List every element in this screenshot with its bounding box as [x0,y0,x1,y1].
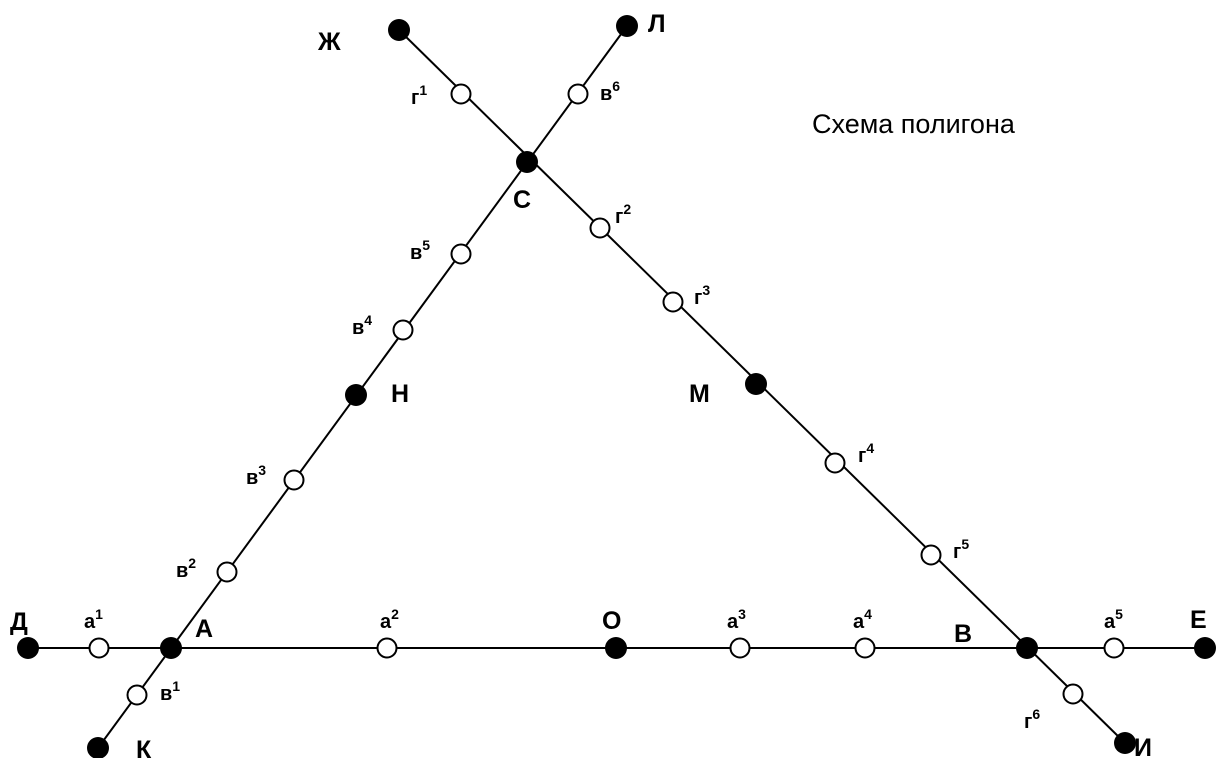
point-label-a4-sup: 4 [864,606,872,622]
point-label-g5-sup: 5 [961,536,969,552]
point-label-g6: г6 [1024,706,1040,733]
point-label-g2-sup: 2 [623,201,631,217]
point-label-a3-base: а [727,611,739,633]
point-label-g4-sup: 4 [866,440,874,456]
point-v5 [450,243,472,265]
point-label-g3-base: г [694,287,702,309]
station-label-M: М [689,380,710,408]
point-label-a3-sup: 3 [738,606,746,622]
station-label-K: К [136,736,152,758]
point-g5 [920,544,942,566]
point-label-v6: в6 [600,78,620,105]
point-label-a1-sup: 1 [95,606,103,622]
station-D [17,637,39,659]
point-label-a5: а5 [1104,606,1123,633]
diagram-title: Схема полигона [812,109,1016,139]
point-label-a2-base: а [380,611,392,633]
station-label-O: О [602,607,621,635]
point-label-v5: в5 [410,237,430,264]
station-I [1114,732,1136,754]
point-label-v6-base: в [600,83,612,105]
point-label-v3: в3 [246,462,266,489]
point-label-v2-base: в [176,560,188,582]
point-label-v1-base: в [160,683,172,705]
station-E [1194,637,1216,659]
station-label-A: А [195,615,213,643]
point-label-g5: г5 [953,536,969,563]
point-label-g1-sup: 1 [419,82,427,98]
point-label-a1: а1 [84,606,103,633]
station-L [616,15,638,37]
station-label-I: И [1134,734,1152,758]
station-label-Zh: Ж [317,28,341,56]
point-label-v1: в1 [160,678,180,705]
point-v2 [216,561,238,583]
point-label-a4-base: а [853,611,865,633]
point-label-v6-sup: 6 [612,78,620,94]
station-label-H: Н [391,380,409,408]
point-label-v4-base: в [352,317,364,339]
point-label-v5-base: в [410,242,422,264]
point-a5 [1103,637,1125,659]
point-v1 [126,684,148,706]
point-v6 [567,83,589,105]
point-label-g2-base: г [615,206,623,228]
point-label-g6-sup: 6 [1032,706,1040,722]
point-label-a2: а2 [380,606,399,633]
point-label-a5-sup: 5 [1115,606,1123,622]
point-label-v1-sup: 1 [172,678,180,694]
point-a1 [88,637,110,659]
point-label-g4-base: г [858,445,866,467]
station-O [605,637,627,659]
station-H [345,384,367,406]
station-label-B: В [954,620,972,648]
station-label-E: Е [1190,606,1207,634]
point-label-v3-base: в [246,467,258,489]
point-v3 [283,469,305,491]
point-label-g1-base: г [411,87,419,109]
station-label-D: Д [10,608,28,636]
point-label-g1: г1 [411,82,427,109]
station-label-L: Л [648,10,666,38]
point-g4 [824,452,846,474]
station-Zh [388,19,410,41]
station-C [516,151,538,173]
point-label-v3-sup: 3 [258,462,266,478]
station-K [87,737,109,758]
station-label-C: С [513,186,531,214]
point-g3 [662,291,684,313]
station-A [160,637,182,659]
point-label-g3-sup: 3 [702,282,710,298]
station-B [1016,637,1038,659]
point-label-g4: г4 [858,440,874,467]
point-label-g6-base: г [1024,711,1032,733]
point-label-g3: г3 [694,282,710,309]
point-g6 [1062,683,1084,705]
point-g1 [450,83,472,105]
point-label-a2-sup: 2 [391,606,399,622]
point-a4 [854,637,876,659]
station-M [745,373,767,395]
point-label-a3: а3 [727,606,746,633]
point-label-a4: а4 [853,606,872,633]
point-label-v5-sup: 5 [422,237,430,253]
point-g2 [589,217,611,239]
point-label-a1-base: а [84,611,96,633]
point-a3 [729,637,751,659]
point-label-v4-sup: 4 [364,312,372,328]
point-label-v2: в2 [176,555,196,582]
point-label-v2-sup: 2 [188,555,196,571]
point-label-g5-base: г [953,541,961,563]
point-v4 [392,319,414,341]
point-label-g2: г2 [615,201,631,228]
point-a2 [376,637,398,659]
point-label-v4: в4 [352,312,372,339]
point-label-a5-base: а [1104,611,1116,633]
